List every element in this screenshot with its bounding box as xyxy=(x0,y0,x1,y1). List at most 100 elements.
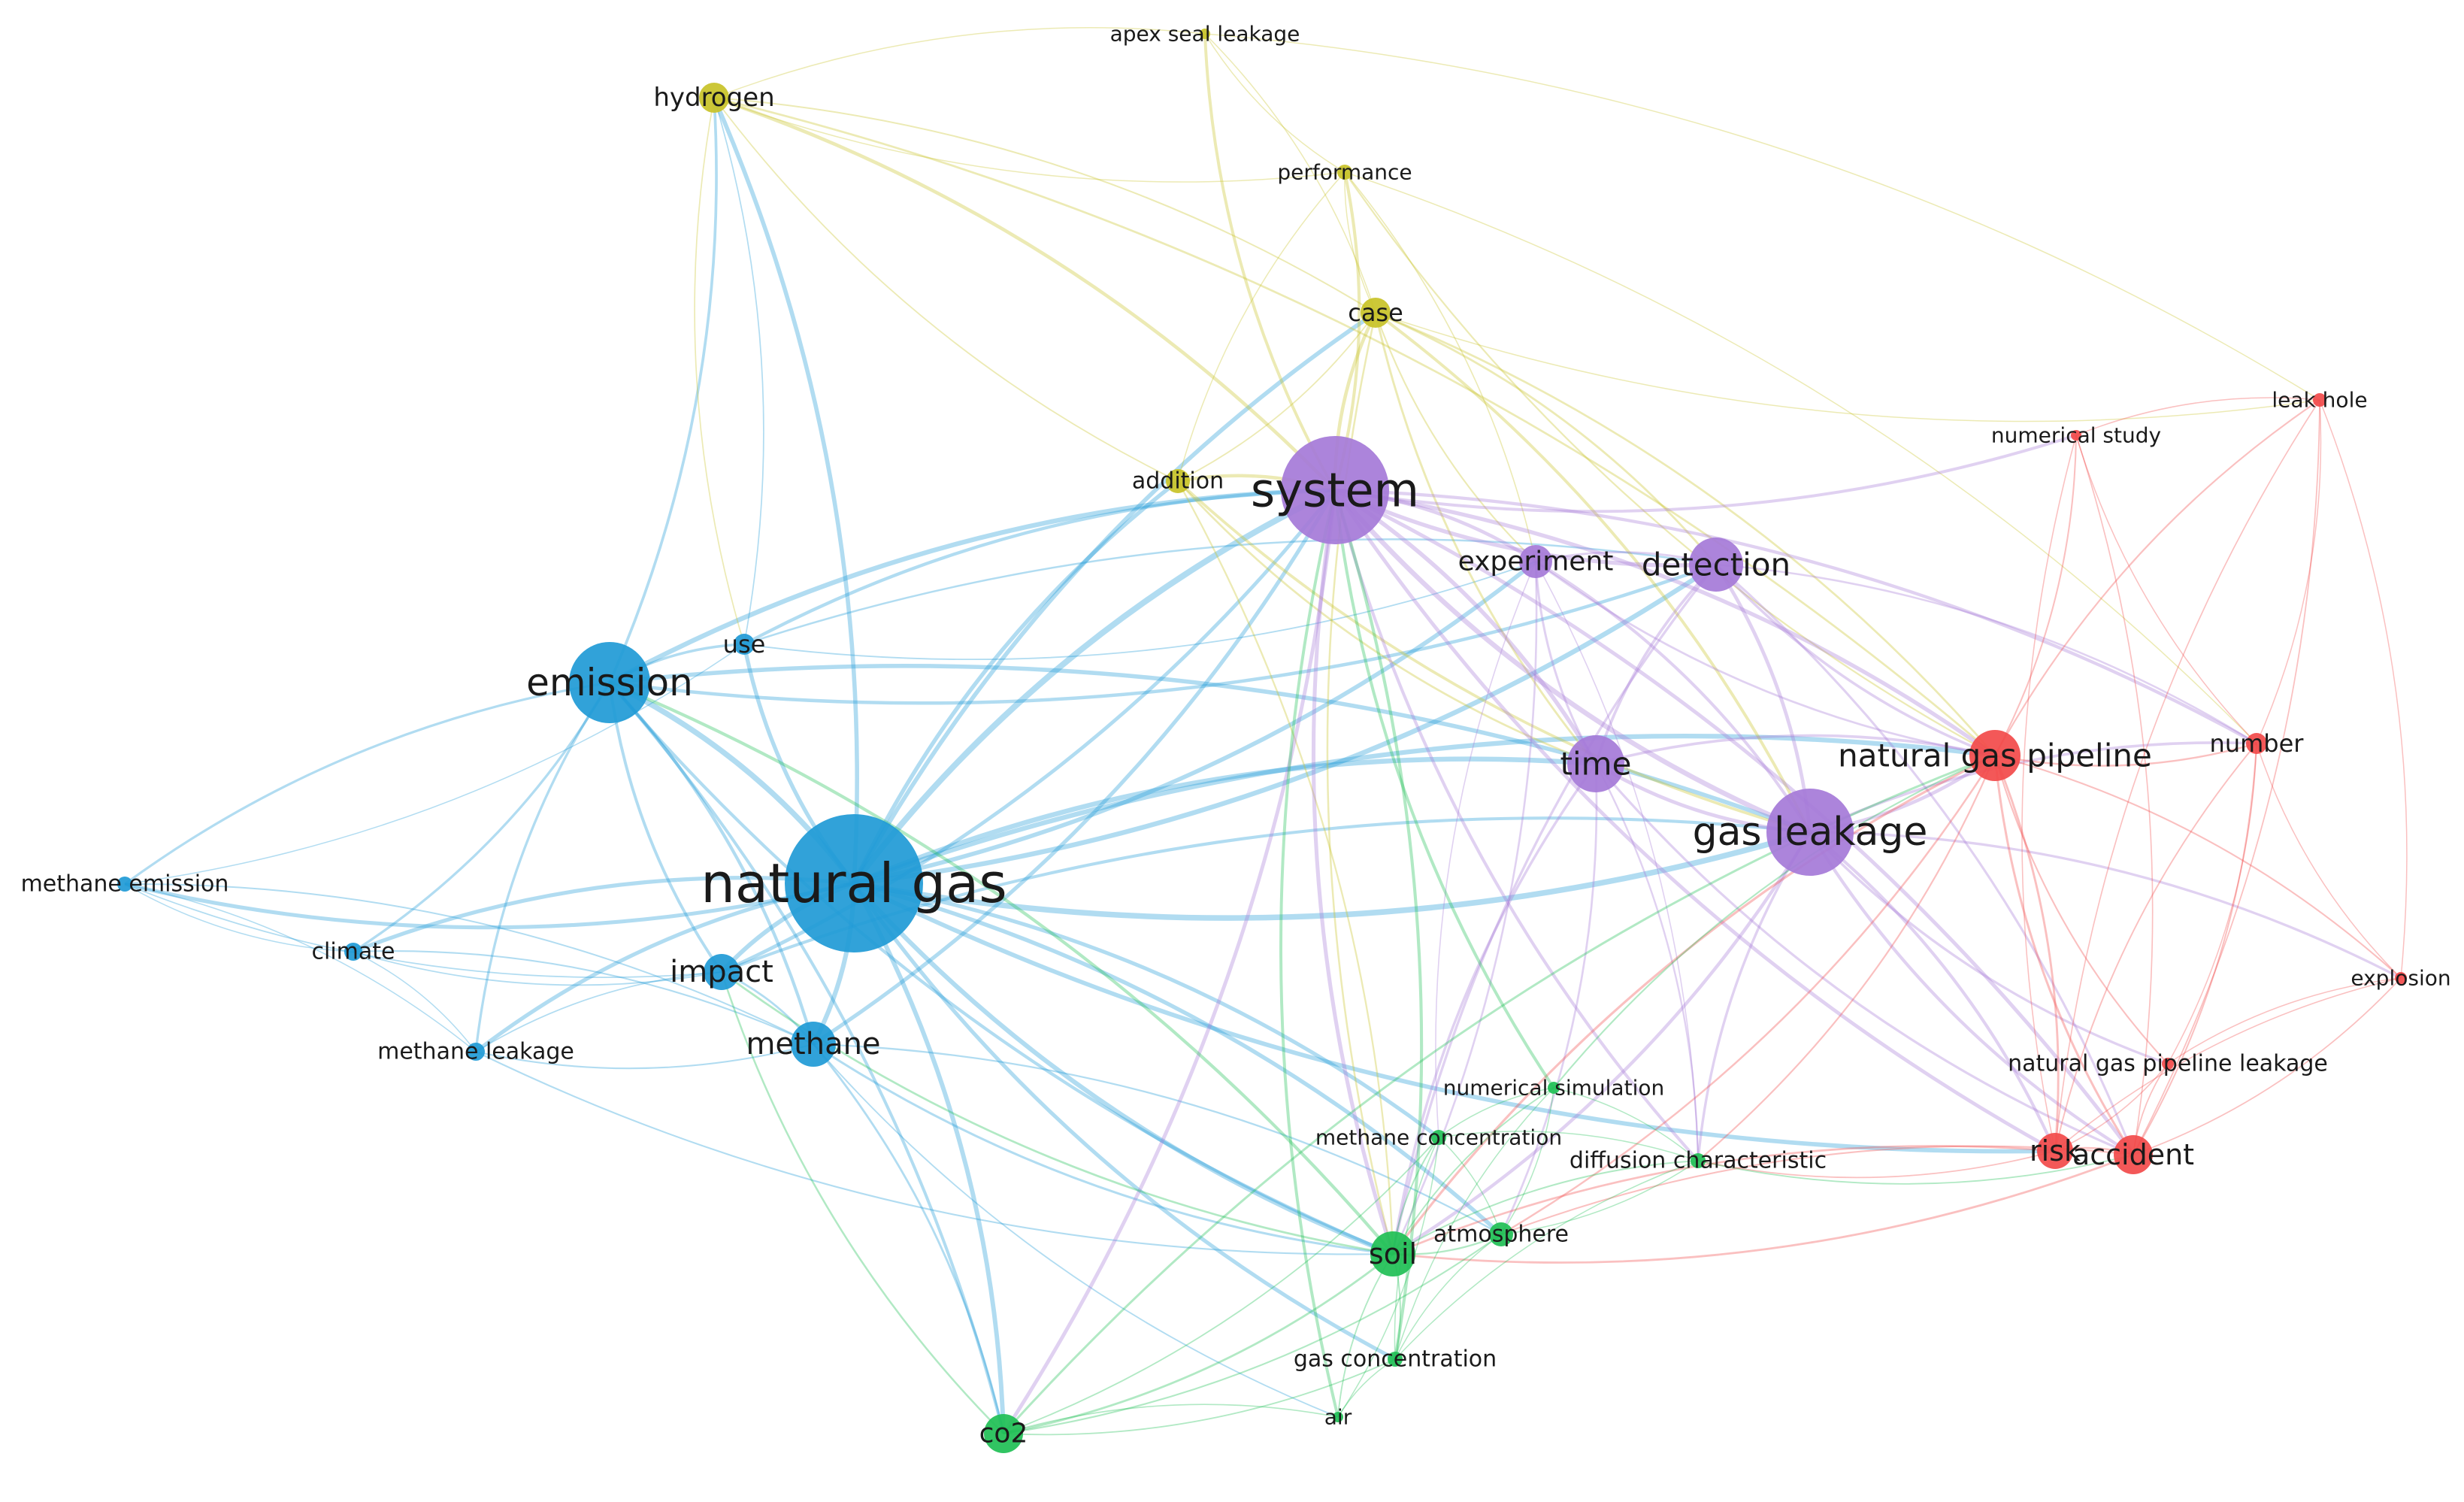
node-natural-gas-pipeline[interactable] xyxy=(1969,730,2021,781)
label-detection[interactable]: detection xyxy=(1642,547,1790,583)
label-apex-seal-leakage[interactable]: apex seal leakage xyxy=(1110,22,1300,47)
edge-natural_gas-time xyxy=(852,756,1597,886)
label-accident[interactable]: accident xyxy=(2072,1138,2194,1171)
edge-natural_gas-gas_concentration xyxy=(852,882,1397,1361)
node-gas-concentration[interactable] xyxy=(1388,1352,1403,1367)
edge-time-diffusion_characteristic xyxy=(1594,763,1700,1161)
node-numerical-simulation[interactable] xyxy=(1548,1082,1560,1094)
node-explosion[interactable] xyxy=(2395,972,2407,984)
edge-diffusion_characteristic-soil xyxy=(1392,1160,1699,1255)
edge-experiment-gas_leakage xyxy=(1534,560,1812,834)
edge-apex_seal_leakage-case xyxy=(1204,33,1376,313)
node-addition[interactable] xyxy=(1166,469,1190,493)
label-impact[interactable]: impact xyxy=(670,955,773,989)
label-numerical-study[interactable]: numerical study xyxy=(1991,423,2161,448)
label-natural-gas-pipeline-leakage[interactable]: natural gas pipeline leakage xyxy=(2008,1051,2328,1077)
edge-emission-impact xyxy=(608,682,723,974)
label-number[interactable]: number xyxy=(2210,729,2305,758)
label-atmosphere[interactable]: atmosphere xyxy=(1433,1222,1569,1248)
node-numerical-study[interactable] xyxy=(2071,430,2081,441)
edge-methane_emission-impact xyxy=(124,883,722,978)
edge-hydrogen-apex_seal_leakage xyxy=(713,27,1206,98)
node-air[interactable] xyxy=(1333,1412,1343,1422)
label-use[interactable]: use xyxy=(723,630,766,659)
edge-natural_gas-methane_emission xyxy=(124,881,855,930)
label-gas-concentration[interactable]: gas concentration xyxy=(1294,1346,1497,1373)
node-impact[interactable] xyxy=(704,954,740,990)
label-system[interactable]: system xyxy=(1251,463,1419,518)
edge-gas_leakage-diffusion_characteristic xyxy=(1697,831,1812,1161)
label-soil[interactable]: soil xyxy=(1369,1237,1417,1270)
label-risk[interactable]: risk xyxy=(2030,1134,2081,1167)
label-natural-gas-pipeline[interactable]: natural gas pipeline xyxy=(1838,737,2152,774)
edge-diffusion_characteristic-atmosphere xyxy=(1500,1160,1699,1235)
edge-system-co2 xyxy=(1001,489,1337,1435)
node-risk[interactable] xyxy=(2037,1133,2073,1169)
label-experiment[interactable]: experiment xyxy=(1458,547,1614,577)
node-atmosphere[interactable] xyxy=(1489,1222,1513,1246)
label-numerical-simulation[interactable]: numerical simulation xyxy=(1443,1076,1664,1101)
edge-performance-case xyxy=(1344,171,1376,313)
node-methane-leakage[interactable] xyxy=(467,1043,485,1061)
label-case[interactable]: case xyxy=(1348,298,1403,327)
label-time[interactable]: time xyxy=(1560,746,1632,783)
edge-natural_gas-hydrogen xyxy=(712,96,859,884)
node-methane[interactable] xyxy=(791,1022,836,1067)
edge-gas_leakage-soil xyxy=(1391,831,1812,1255)
label-co2[interactable]: co2 xyxy=(979,1419,1028,1449)
edge-hydrogen-use xyxy=(694,97,745,645)
node-time[interactable] xyxy=(1567,735,1624,792)
edge-explosion-accident xyxy=(2133,977,2402,1155)
node-apex-seal-leakage[interactable] xyxy=(1200,29,1210,39)
edge-number-natural_gas_pipeline_leakage xyxy=(2167,743,2257,1064)
node-climate[interactable] xyxy=(344,943,362,961)
node-methane-emission[interactable] xyxy=(117,877,132,892)
node-leak-hole[interactable] xyxy=(2313,393,2326,407)
node-experiment[interactable] xyxy=(1519,545,1552,578)
label-gas-leakage[interactable]: gas leakage xyxy=(1693,810,1928,855)
label-explosion[interactable]: explosion xyxy=(2350,966,2450,991)
edge-system-number xyxy=(1334,488,2258,745)
edge-case-addition xyxy=(1177,312,1376,482)
node-number[interactable] xyxy=(2246,733,2267,754)
node-methane-concentration[interactable] xyxy=(1431,1130,1446,1145)
edge-explosion-risk xyxy=(2054,977,2402,1152)
node-soil[interactable] xyxy=(1370,1231,1415,1276)
edge-experiment-diffusion_characteristic xyxy=(1535,561,1699,1161)
edge-emission-detection xyxy=(609,562,1717,705)
node-detection[interactable] xyxy=(1689,538,1743,592)
label-addition[interactable]: addition xyxy=(1132,468,1224,495)
node-performance[interactable] xyxy=(1337,165,1352,180)
edge-methane_leakage-soil xyxy=(475,1051,1394,1255)
node-gas-leakage[interactable] xyxy=(1766,789,1854,876)
label-methane-emission[interactable]: methane emission xyxy=(21,871,229,898)
label-leak-hole[interactable]: leak hole xyxy=(2272,388,2367,413)
label-diffusion-characteristic[interactable]: diffusion characteristic xyxy=(1570,1148,1827,1174)
label-methane[interactable]: methane xyxy=(746,1027,880,1061)
edge-case-gas_leakage xyxy=(1374,311,1812,833)
label-hydrogen[interactable]: hydrogen xyxy=(653,83,774,113)
edge-performance-natural_gas_pipeline xyxy=(1344,171,1996,756)
edge-time-soil xyxy=(1391,763,1597,1255)
label-performance[interactable]: performance xyxy=(1277,160,1412,185)
node-natural-gas[interactable] xyxy=(785,814,923,952)
node-accident[interactable] xyxy=(2114,1135,2153,1174)
label-methane-concentration[interactable]: methane concentration xyxy=(1315,1125,1562,1150)
node-case[interactable] xyxy=(1361,298,1391,328)
node-co2[interactable] xyxy=(984,1414,1023,1453)
edge-leak_hole-risk xyxy=(2054,399,2320,1152)
node-natural-gas-pipeline-leakage[interactable] xyxy=(2162,1058,2174,1070)
label-air[interactable]: air xyxy=(1324,1405,1352,1430)
edge-methane_emission-methane_leakage xyxy=(124,883,477,1052)
label-natural-gas[interactable]: natural gas xyxy=(701,852,1007,915)
node-diffusion-characteristic[interactable] xyxy=(1691,1153,1706,1168)
label-emission[interactable]: emission xyxy=(526,661,693,704)
node-system[interactable] xyxy=(1281,436,1389,544)
node-hydrogen[interactable] xyxy=(699,83,729,113)
edge-natural_gas-detection xyxy=(853,562,1718,886)
label-climate[interactable]: climate xyxy=(312,939,395,965)
node-use[interactable] xyxy=(734,634,755,655)
edge-natural_gas-case xyxy=(852,310,1377,885)
label-methane-leakage[interactable]: methane leakage xyxy=(377,1039,574,1065)
node-emission[interactable] xyxy=(569,642,650,723)
